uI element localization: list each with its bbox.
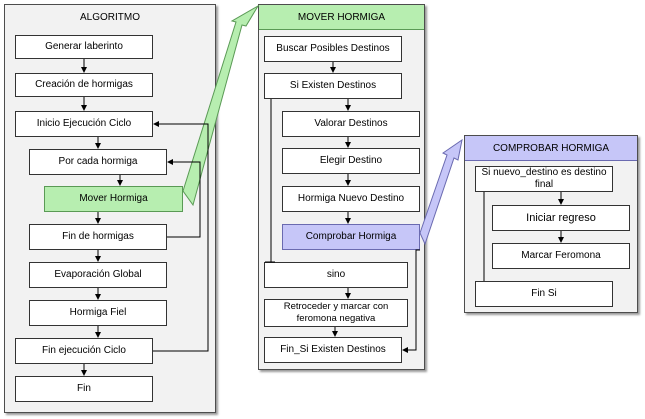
step-fin[interactable]: Fin: [15, 376, 153, 402]
step-elegir-destino[interactable]: Elegir Destino: [282, 148, 420, 174]
step-mover-hormiga[interactable]: Mover Hormiga: [44, 186, 183, 212]
step-fin-si-existen[interactable]: Fin_Si Existen Destinos: [264, 337, 402, 363]
step-fin-hormigas[interactable]: Fin de hormigas: [29, 224, 167, 250]
step-generar-laberinto[interactable]: Generar laberinto: [15, 35, 153, 59]
step-creacion-hormigas[interactable]: Creación de hormigas: [15, 73, 153, 97]
step-hormiga-fiel[interactable]: Hormiga Fiel: [29, 300, 167, 326]
step-iniciar-regreso[interactable]: Iniciar regreso: [492, 205, 630, 231]
mover-hormiga-title: MOVER HORMIGA: [259, 5, 424, 30]
comprobar-hormiga-title: COMPROBAR HORMIGA: [465, 136, 637, 161]
step-fin-si[interactable]: Fin Si: [475, 281, 613, 307]
step-valorar-destinos[interactable]: Valorar Destinos: [282, 111, 420, 137]
step-por-cada-hormiga[interactable]: Por cada hormiga: [29, 149, 167, 175]
step-hormiga-nuevo-destino[interactable]: Hormiga Nuevo Destino: [282, 186, 420, 212]
step-inicio-ciclo[interactable]: Inicio Ejecución Ciclo: [15, 111, 153, 137]
step-sino[interactable]: sino: [264, 262, 408, 288]
step-buscar-destinos[interactable]: Buscar Posibles Destinos: [264, 36, 402, 62]
step-evaporacion-global[interactable]: Evaporación Global: [29, 262, 167, 288]
algoritmo-title: ALGORITMO: [79, 12, 140, 23]
step-retroceder[interactable]: Retroceder y marcar con feromona negativ…: [264, 299, 408, 327]
step-si-nuevo-destino[interactable]: Si nuevo_destino es destino final: [475, 166, 613, 192]
step-comprobar-hormiga[interactable]: Comprobar Hormiga: [282, 224, 420, 250]
step-si-existen-destinos[interactable]: Si Existen Destinos: [264, 73, 402, 99]
step-marcar-feromona[interactable]: Marcar Feromona: [492, 243, 630, 269]
step-fin-ejecucion-ciclo[interactable]: Fin ejecución Ciclo: [15, 338, 153, 364]
